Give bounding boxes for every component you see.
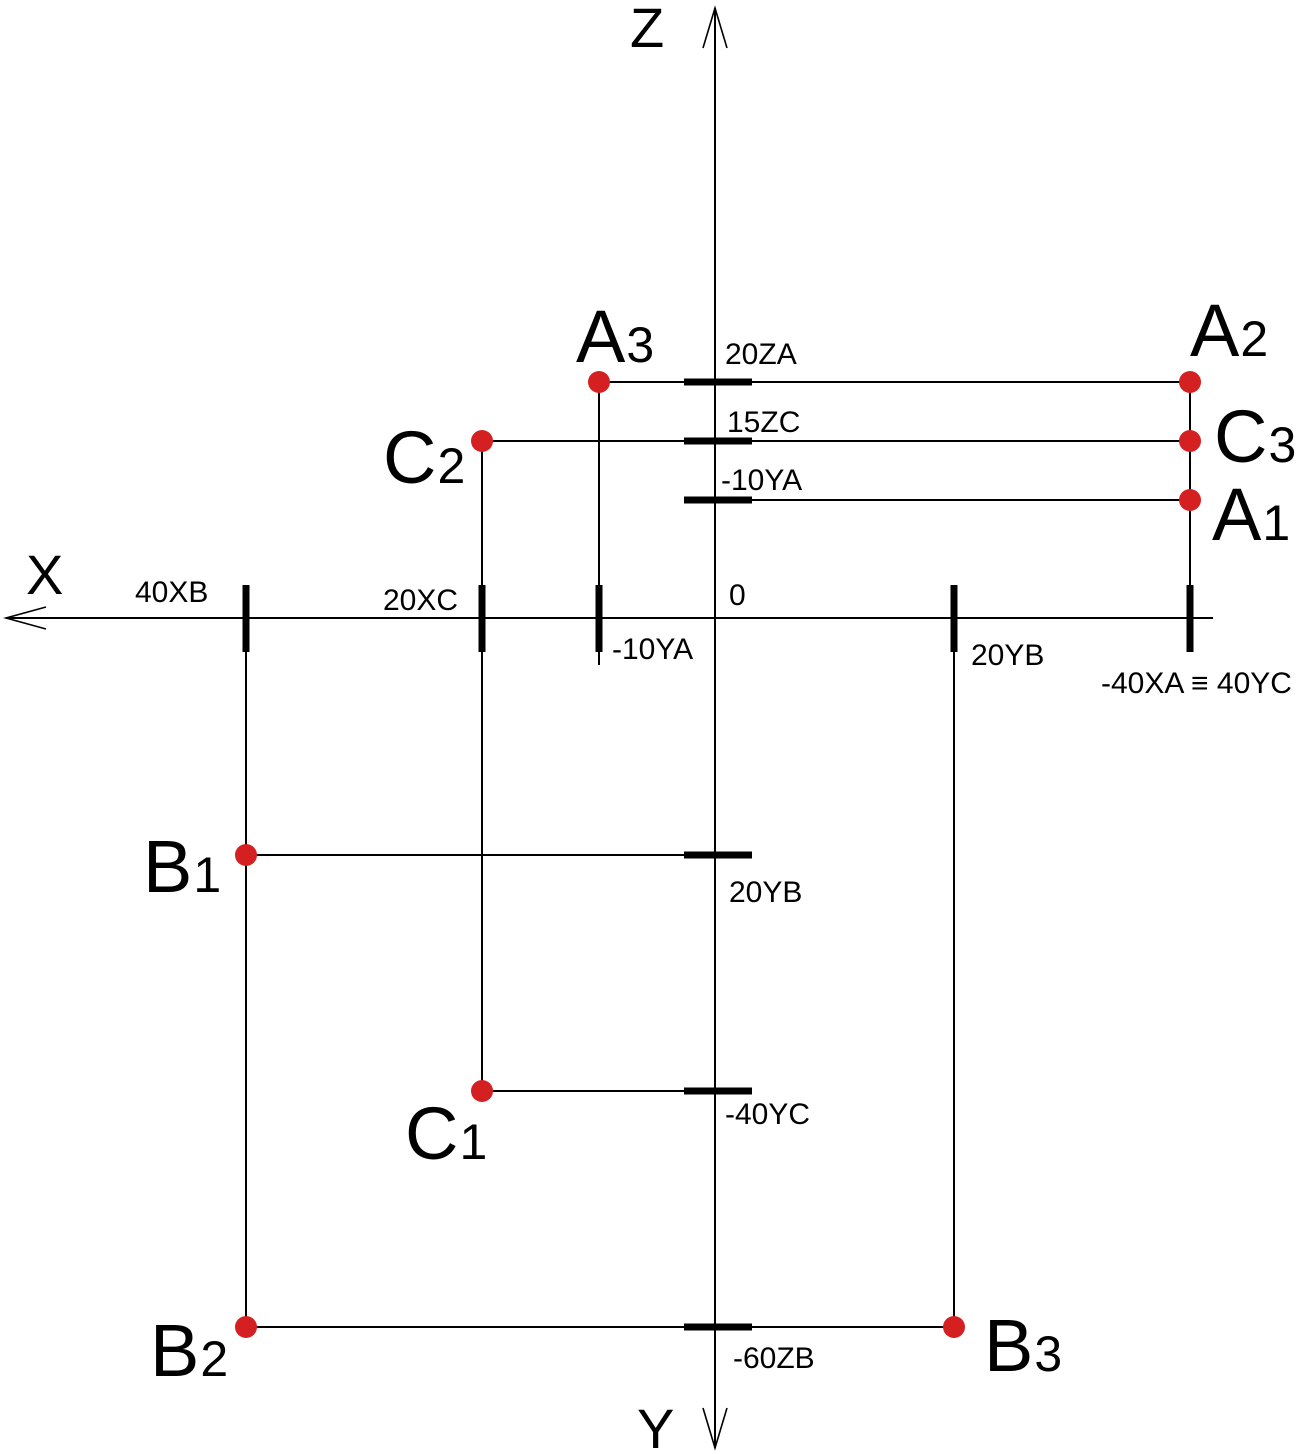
point-a2-label: A2 — [1190, 289, 1268, 372]
x-axis-label: X — [26, 543, 63, 606]
point-a1-dot — [1179, 489, 1201, 511]
point-b1-label: B1 — [143, 825, 221, 908]
point-c3-label: C3 — [1214, 395, 1296, 478]
point-a3-dot — [588, 371, 610, 393]
point-b3-label: B3 — [984, 1304, 1062, 1387]
point-b3-dot — [943, 1316, 965, 1338]
point-a2-dot — [1179, 371, 1201, 393]
z-axis-arrow — [702, 5, 728, 49]
label-x-m10ya: -10YA — [612, 633, 693, 666]
label-20za: 20ZA — [725, 338, 797, 371]
label-m40yc: -40YC — [725, 1098, 810, 1131]
label-m40xa-40yc: -40XA ≡ 40YC — [1101, 667, 1292, 700]
point-c3-dot — [1179, 430, 1201, 452]
point-b2-label: B2 — [150, 1309, 228, 1392]
label-40xb: 40XB — [135, 576, 208, 609]
z-axis-label: Z — [630, 0, 664, 59]
label-x-20yb: 20YB — [971, 639, 1044, 672]
point-a3-label: A3 — [576, 295, 654, 378]
y-axis-arrow — [702, 1407, 728, 1451]
y-axis-label: Y — [637, 1397, 674, 1454]
point-b1-dot — [235, 844, 257, 866]
point-a1-label: A1 — [1212, 473, 1290, 556]
point-c2-dot — [471, 430, 493, 452]
origin-label: 0 — [729, 579, 746, 612]
point-b2-dot — [235, 1316, 257, 1338]
point-c2-label: C2 — [383, 416, 465, 499]
label-y-20yb: 20YB — [729, 876, 802, 909]
point-c1-dot — [471, 1080, 493, 1102]
x-axis-arrow — [2, 606, 47, 630]
label-m60zb: -60ZB — [733, 1342, 815, 1375]
point-c1-label: C1 — [405, 1092, 487, 1175]
label-z-m10ya: -10YA — [721, 464, 802, 497]
label-15zc: 15ZC — [727, 406, 800, 439]
label-20xc: 20XC — [383, 584, 458, 617]
